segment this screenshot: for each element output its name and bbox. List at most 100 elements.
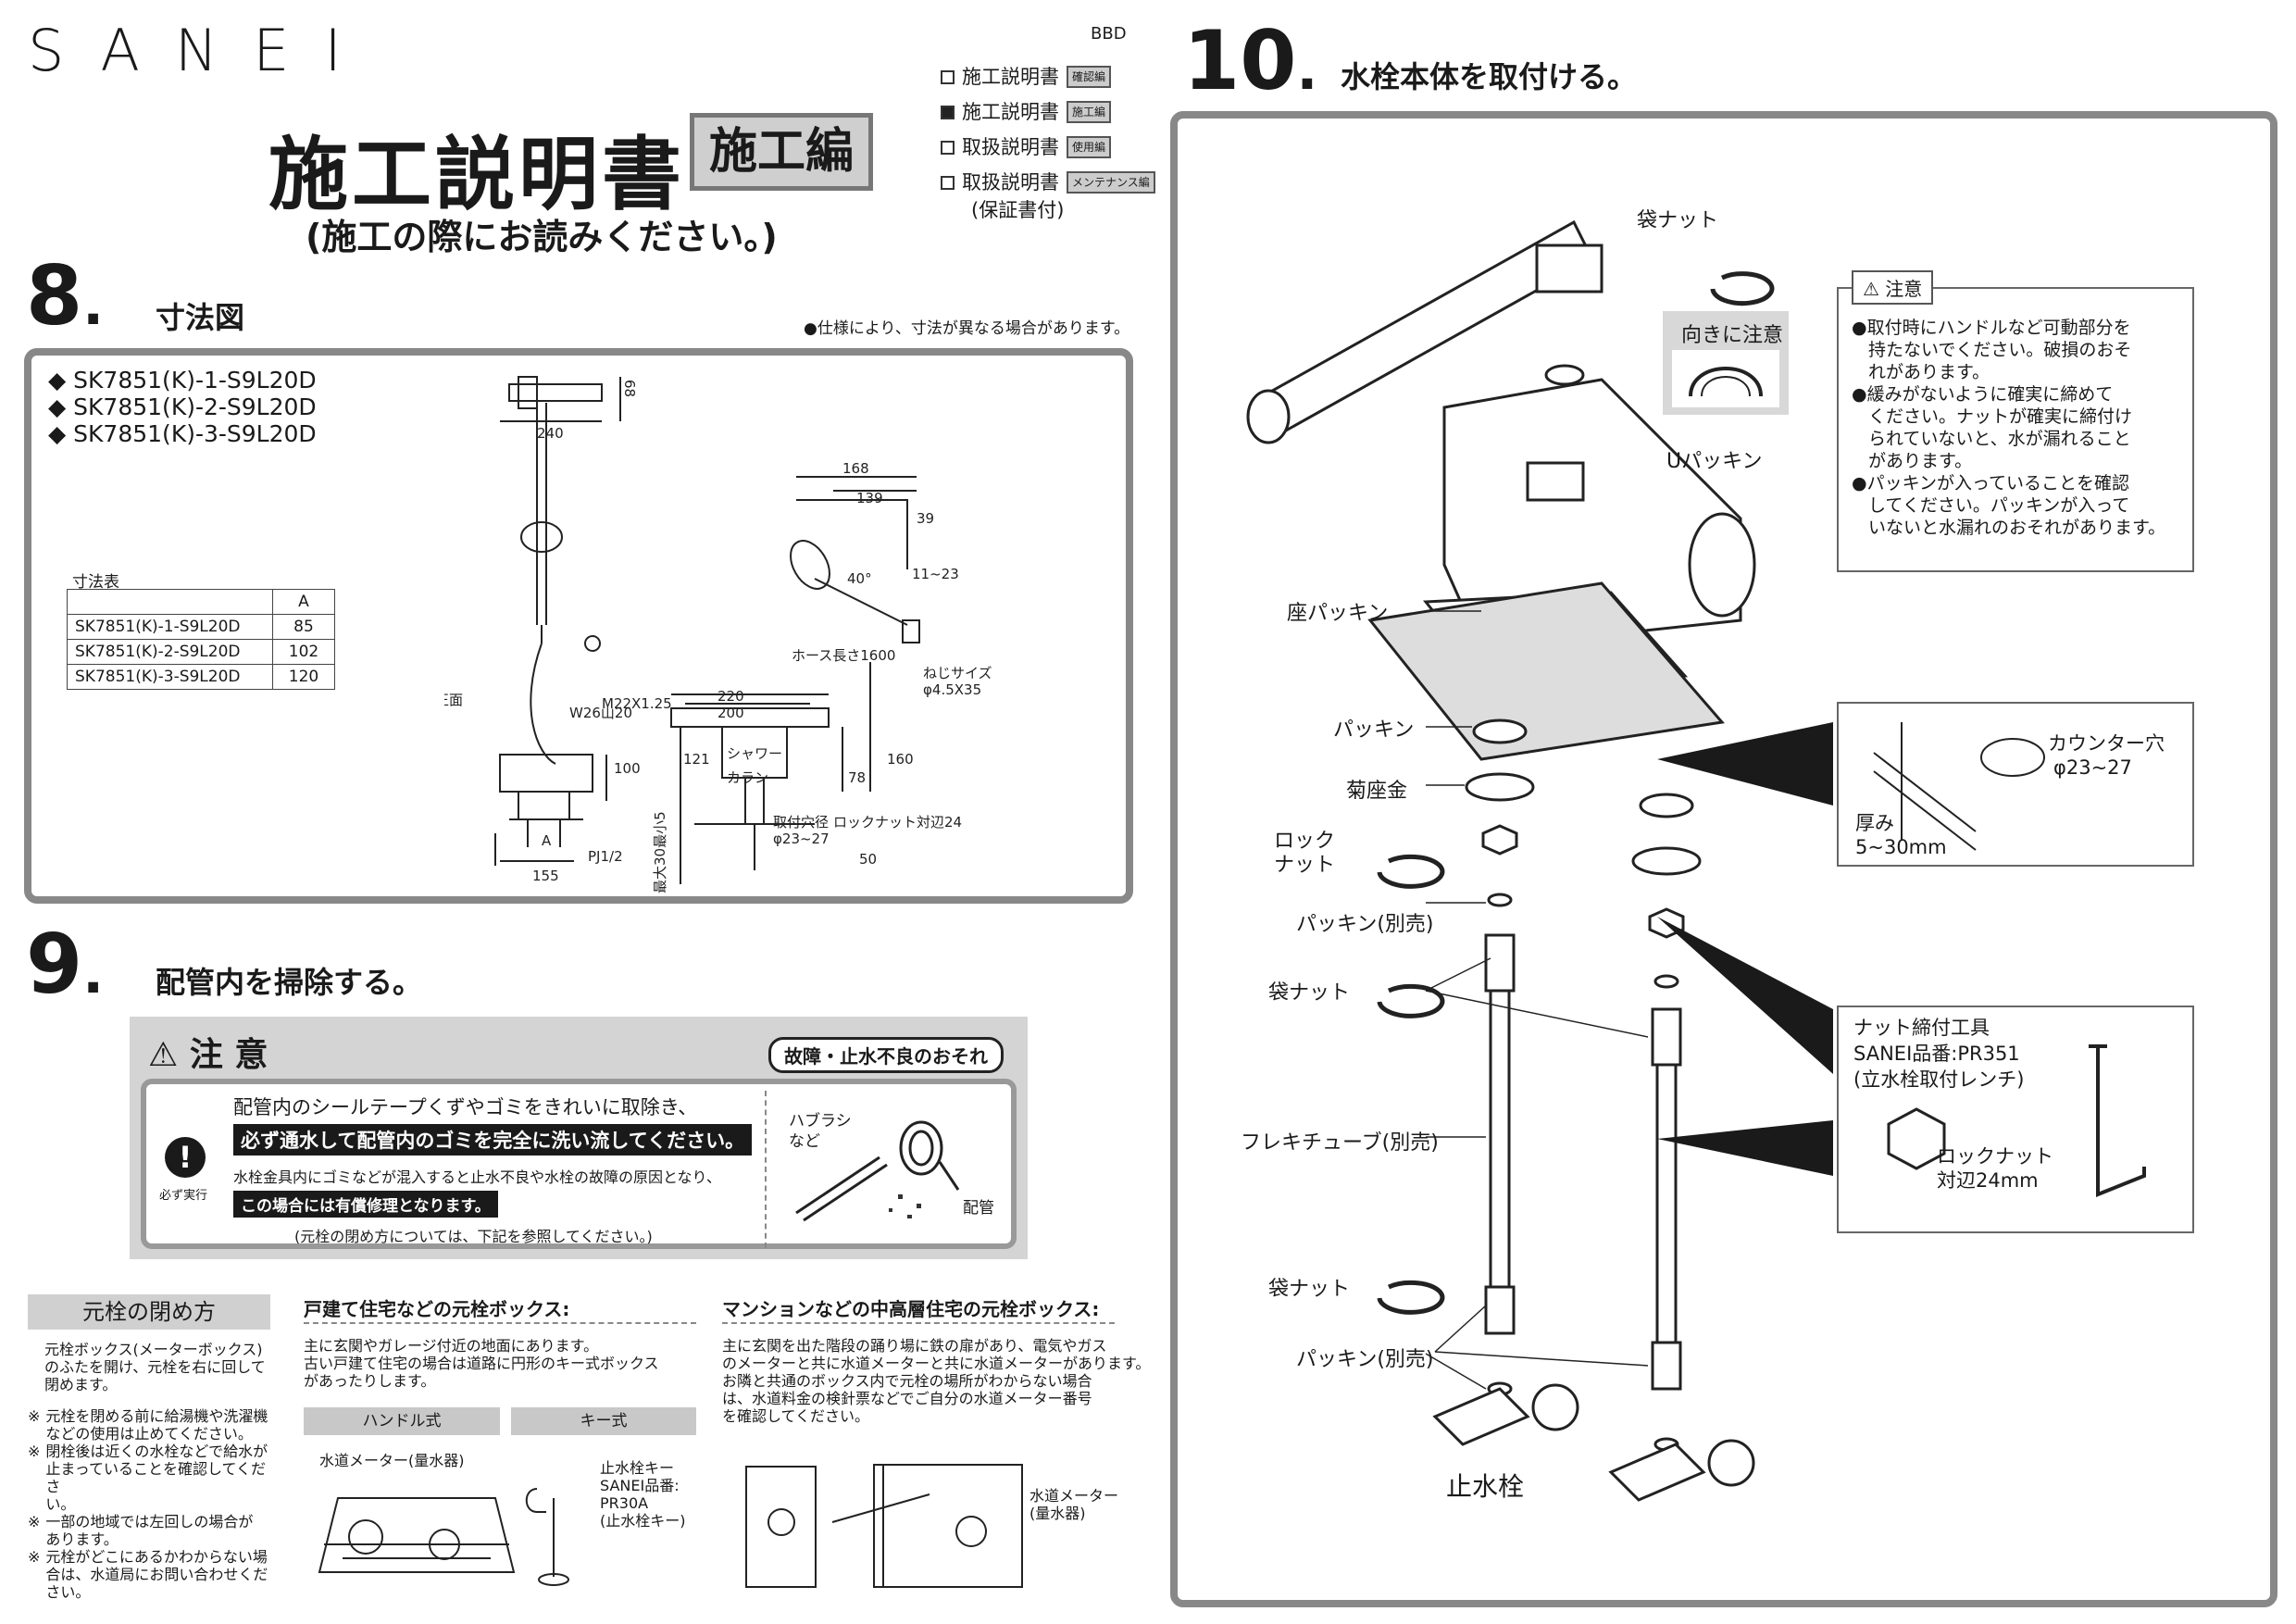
- checked-box-icon: [941, 105, 955, 119]
- checkbox-icon: [941, 69, 955, 84]
- must-label: 必ず実行: [159, 1189, 208, 1203]
- brush-label: ハブラシなど: [789, 1112, 852, 1151]
- dimension-drawing: 68 240 正面 W26山20 100 A 155 PJ1/2 168 139…: [444, 376, 992, 893]
- model-item: ◆ SK7851(K)-1-S9L20D: [48, 367, 317, 394]
- valve-note: ※元栓を閉める前に給湯機や洗濯機などの使用は止めてください。: [28, 1407, 268, 1443]
- page-title: 施工説明書: [268, 129, 685, 221]
- bag-nut-top-label: 袋ナット: [1637, 209, 1719, 232]
- doc-item-3: 取扱説明書使用編: [941, 130, 1155, 165]
- dim-11-23: 11~23: [912, 566, 959, 582]
- dim-220: 220: [718, 688, 744, 705]
- u-packing-icon: [1672, 350, 1779, 407]
- faucet-label: カラン: [727, 769, 768, 786]
- warning-triangle-icon: ⚠: [148, 1036, 179, 1074]
- hole-dim: φ23~27: [773, 831, 830, 847]
- meter2-label: 水道メーター(量水器): [1029, 1487, 1119, 1522]
- document-list: 施工説明書確認編 施工説明書施工編 取扱説明書使用編 取扱説明書メンテナンス編 …: [941, 59, 1155, 228]
- valve-note: ※一部の地域では左回しの場合があります。: [28, 1513, 254, 1548]
- model-item: ◆ SK7851(K)-3-S9L20D: [48, 420, 317, 447]
- checkbox-icon: [941, 175, 955, 190]
- dim-max: 最大30最小5: [652, 811, 668, 893]
- wrench-icon: [2089, 1044, 2146, 1197]
- doc-item-4: 取扱説明書メンテナンス編: [941, 165, 1155, 200]
- install-caution-box: [1837, 287, 2194, 572]
- bag-nut2-label: 袋ナット: [1268, 1278, 1351, 1301]
- caution-item: ●緩みがないように確実に締めてください。ナットが確実に締付けられていないと、水が…: [1852, 384, 2133, 471]
- dim-39: 39: [917, 510, 934, 527]
- dim-screw: ねじサイズ: [923, 665, 992, 681]
- dim-100: 100: [614, 760, 641, 777]
- hole-label: 取付穴径: [773, 814, 829, 831]
- packing-sep-label: パッキン(別売): [1296, 913, 1434, 936]
- front-label: 正面: [444, 692, 463, 708]
- counter-hole-drawing: [1873, 722, 2045, 851]
- house-title: 戸建て住宅などの元栓ボックス:: [304, 1298, 570, 1320]
- lock-nut-label: ロックナット対辺24: [833, 814, 962, 831]
- section-10-number: 10.: [1183, 13, 1318, 108]
- flex-tube-label: フレキチューブ(別売): [1241, 1131, 1439, 1155]
- table-header-row: A: [67, 589, 335, 615]
- divider: [765, 1091, 768, 1248]
- section-8-title: 寸法図: [156, 300, 245, 335]
- shower-label: シャワー: [727, 745, 782, 762]
- dim-200: 200: [718, 705, 744, 721]
- valve-intro: 元栓ボックス(メーターボックス)のふたを開け、元栓を右に回して閉めます。: [44, 1341, 266, 1393]
- model-item: ◆ SK7851(K)-2-S9L20D: [48, 394, 317, 420]
- install-caution-title: ⚠ 注意: [1852, 270, 1934, 305]
- caution-item: ●取付時にハンドルなど可動部分を持たないでください。破損のおそれがあります。: [1852, 318, 2132, 382]
- mansion-title: マンションなどの中高層住宅の元栓ボックス:: [722, 1298, 1100, 1320]
- valve-box-illustration: [318, 1488, 569, 1586]
- mansion-text: 主に玄関を出た階段の踊り場に鉄の扉があり、電気やガスのメーターと共に水道メーター…: [722, 1337, 1151, 1425]
- model-list: ◆ SK7851(K)-1-S9L20D ◆ SK7851(K)-2-S9L20…: [48, 367, 317, 447]
- key-type-header: キー式: [511, 1407, 696, 1435]
- counter-hole-box: [1837, 702, 2194, 867]
- dim-121: 121: [683, 751, 710, 768]
- dim-155: 155: [532, 868, 559, 884]
- caution-line-4: この場合には有償修理となります。: [233, 1191, 498, 1218]
- checkbox-icon: [941, 140, 955, 155]
- brand-logo: SANEI: [28, 17, 377, 84]
- house-text: 主に玄関やガレージ付近の地面にあります。古い戸建て住宅の場合は道路に円形のキー式…: [304, 1337, 659, 1390]
- install-caution-list: ●取付時にハンドルなど可動部分を持たないでください。破損のおそれがあります。 ●…: [1852, 317, 2187, 539]
- section-9-number: 9.: [26, 917, 105, 1012]
- dim-hose: ホース長さ1600: [792, 647, 895, 664]
- dim-w26: W26山20: [569, 705, 632, 721]
- dimension-table-title: 寸法表: [72, 573, 119, 592]
- dim-pj: PJ1/2: [588, 848, 623, 865]
- dim-40deg: 40°: [847, 570, 872, 587]
- brush-illustration: [795, 1120, 960, 1222]
- caution-badge: 故障・止水不良のおそれ: [768, 1037, 1004, 1073]
- valve-notes: ※元栓を閉める前に給湯機や洗濯機などの使用は止めてください。 ※閉栓後は近くの水…: [28, 1407, 278, 1601]
- seat-packing-label: 座パッキン: [1287, 602, 1389, 625]
- meter-label: 水道メーター(量水器): [319, 1452, 465, 1469]
- doc-item-2: 施工説明書施工編: [941, 94, 1155, 130]
- u-packing-label: Uパッキン: [1666, 450, 1763, 473]
- warning-triangle-icon: ⚠: [1863, 278, 1879, 300]
- mansion-box-illustration: [745, 1464, 1023, 1588]
- valve-title: 元栓の閉め方: [28, 1294, 270, 1330]
- dim-screw2: φ4.5X35: [923, 681, 981, 698]
- handle-type-header: ハンドル式: [304, 1407, 500, 1435]
- lock-nut-label: ロックナット: [1274, 830, 1336, 877]
- exclamation-icon: !: [165, 1137, 206, 1178]
- dim-78: 78: [848, 769, 866, 786]
- caution-line-2: 必ず通水して配管内のゴミを完全に洗い流してください。: [233, 1124, 753, 1156]
- stop-valve-label: 止水栓: [1446, 1471, 1525, 1502]
- product-code: BBD: [1091, 24, 1127, 44]
- caution-heading: ⚠ 注 意: [148, 1036, 268, 1074]
- section-8-number: 8.: [26, 248, 105, 344]
- dim-a: A: [542, 832, 552, 849]
- valve-note: ※閉栓後は近くの水栓などで給水が止まっていることを確認してください。: [28, 1443, 268, 1513]
- divider: [304, 1322, 696, 1324]
- valve-note: ※元栓がどこにあるかわからない場合は、水道局にお問い合わせください。: [28, 1548, 268, 1601]
- dim-m22-label: M22X1.25: [602, 695, 672, 712]
- caution-item: ●パッキンが入っていることを確認してください。パッキンが入っていないと水漏れのお…: [1852, 473, 2166, 538]
